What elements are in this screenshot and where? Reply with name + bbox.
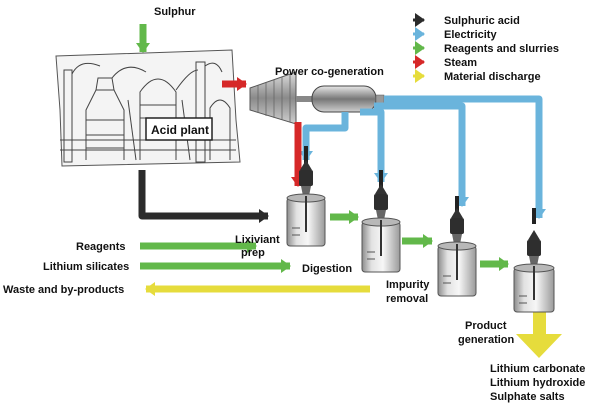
output-item: Lithium hydroxide <box>490 377 585 389</box>
turbine-icon <box>249 71 297 125</box>
tank-impurity-removal <box>437 196 477 297</box>
legend-item: Reagents and slurries <box>413 41 559 55</box>
electricity-arrow <box>374 102 469 207</box>
electricity-arrow <box>299 112 349 161</box>
lixiviant-label-line1: Lixiviant <box>235 234 280 246</box>
output-item: Lithium carbonate <box>490 363 585 375</box>
power-generation-equipment <box>249 71 385 125</box>
legend-label: Material discharge <box>444 71 541 83</box>
lithium-silicates-label: Lithium silicates <box>43 261 129 273</box>
waste-label: Waste and by-products <box>3 284 124 296</box>
legend-label: Steam <box>444 57 477 69</box>
output-item: Sulphate salts <box>490 391 565 403</box>
tank-digestion <box>361 170 401 273</box>
impurity-label-line1: Impurity <box>386 279 430 291</box>
product-label-line2: generation <box>458 334 515 346</box>
reagents-label: Reagents <box>76 241 126 253</box>
electricity-arrow <box>384 95 546 219</box>
electricity-lines <box>299 95 546 219</box>
digestion-label: Digestion <box>302 263 352 275</box>
product-label-line1: Product <box>465 320 507 332</box>
acid-plant-label: Acid plant <box>151 123 209 137</box>
tank-product-generation <box>513 208 555 313</box>
lixiviant-label-line2: prep <box>241 247 265 259</box>
legend-label: Sulphuric acid <box>444 15 520 27</box>
legend-item: Steam <box>413 55 477 69</box>
reagent-lines <box>140 210 509 273</box>
impurity-label-line2: removal <box>386 293 428 305</box>
steam-lines <box>222 77 305 187</box>
electricity-arrow <box>360 108 388 183</box>
legend-label: Electricity <box>444 29 497 41</box>
legend: Sulphuric acid Electricity Reagents and … <box>413 13 559 83</box>
legend-item: Material discharge <box>413 69 541 83</box>
legend-label: Reagents and slurries <box>444 43 559 55</box>
sulphuric-acid-arrow <box>138 170 269 223</box>
legend-item: Electricity <box>413 27 497 41</box>
product-arrow <box>516 310 562 358</box>
tank-lixiviant-prep <box>286 146 326 247</box>
sulphur-label: Sulphur <box>154 6 196 18</box>
legend-item: Sulphuric acid <box>413 13 520 27</box>
power-generation-label: Power co-generation <box>275 66 384 78</box>
acid-plant-label-box <box>145 117 213 141</box>
acid-plant-illustration: Acid plant <box>55 49 241 167</box>
generator-icon <box>311 85 377 113</box>
